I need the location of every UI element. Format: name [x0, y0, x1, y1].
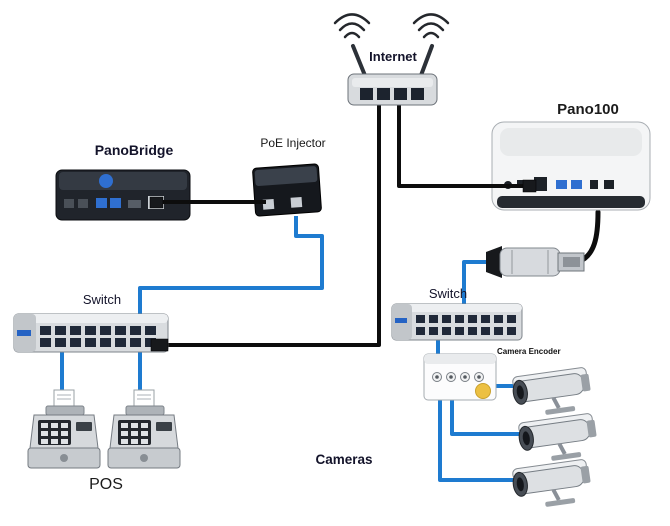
rj45-plug-boot — [486, 246, 502, 278]
camera-back-cap — [580, 373, 591, 392]
drawer-knob — [60, 454, 68, 462]
cable-internet-switch-left — [166, 104, 381, 347]
pano100-base — [497, 196, 645, 208]
switch-right-device — [391, 303, 523, 341]
switch-right-label: Switch — [428, 286, 468, 301]
camera-encoder-device — [423, 353, 497, 401]
cable-plugs — [149, 179, 537, 352]
switch-ports — [416, 315, 516, 335]
poe-out-port — [290, 197, 303, 208]
switch-left-label: Switch — [82, 292, 122, 307]
camera-bracket — [551, 488, 561, 502]
camera-back-cap — [580, 465, 591, 484]
usb-port — [110, 198, 121, 208]
plug-switch-left — [150, 338, 169, 352]
printer-slot — [125, 405, 165, 416]
router-ports — [360, 88, 424, 100]
switch-ports — [40, 326, 156, 347]
lan-port — [534, 177, 547, 191]
camera-2 — [518, 413, 597, 461]
camera-base — [545, 406, 576, 415]
card-slot — [76, 422, 92, 431]
usb-ethernet-adapter-device — [486, 246, 585, 278]
switch-logo — [395, 318, 407, 323]
plug-panobridge-port — [149, 196, 164, 209]
hdmi-port — [128, 200, 141, 208]
camera-back-cap — [586, 419, 597, 438]
pos-terminal-1 — [27, 389, 101, 469]
wifi-waves-right-icon — [412, 13, 450, 39]
camera-encoder-label: Camera Encoder — [497, 347, 561, 356]
poe-injector-device — [252, 163, 322, 217]
router-antenna-left — [351, 44, 368, 80]
camera-1 — [512, 367, 591, 415]
usb-port — [571, 180, 582, 189]
adapter-body — [499, 247, 561, 277]
camera-base — [551, 452, 582, 461]
switch-left-device — [13, 313, 169, 353]
pos-terminal-2 — [107, 389, 181, 469]
camera-bracket — [551, 396, 561, 410]
usb-port — [556, 180, 567, 189]
panobridge-device — [55, 169, 191, 221]
cable-internet-pano100 — [397, 104, 492, 188]
panobridge-label: PanoBridge — [94, 142, 174, 158]
internet-router-device — [333, 13, 450, 106]
panobridge-logo — [99, 174, 113, 188]
cameras-label: Cameras — [315, 452, 373, 467]
wifi-waves-left-icon — [333, 13, 371, 39]
pano100-label: Pano100 — [557, 101, 619, 118]
usb-port — [96, 198, 107, 208]
poe-injector-label: PoE Injector — [260, 136, 326, 150]
camera-base — [545, 498, 576, 507]
plug-pano100-port — [522, 179, 537, 193]
cable-encoder-camera-3 — [438, 398, 518, 482]
internet-label: Internet — [369, 49, 417, 64]
drawer-knob — [140, 454, 148, 462]
pano100-device — [491, 121, 651, 211]
router-antenna-right — [418, 44, 434, 80]
brand-badge — [475, 383, 491, 399]
camera-bracket — [557, 442, 567, 456]
cables — [60, 104, 601, 482]
cable-encoder-camera-2 — [450, 398, 522, 436]
cable-poe-switch-left — [138, 216, 324, 316]
bnc-connectors — [432, 372, 484, 382]
switch-logo — [17, 330, 31, 336]
cable-adapter-switch-right — [462, 260, 488, 308]
camera-3 — [512, 459, 591, 507]
card-slot — [156, 422, 172, 431]
pos-label: POS — [89, 476, 123, 493]
printer-slot — [45, 405, 85, 416]
